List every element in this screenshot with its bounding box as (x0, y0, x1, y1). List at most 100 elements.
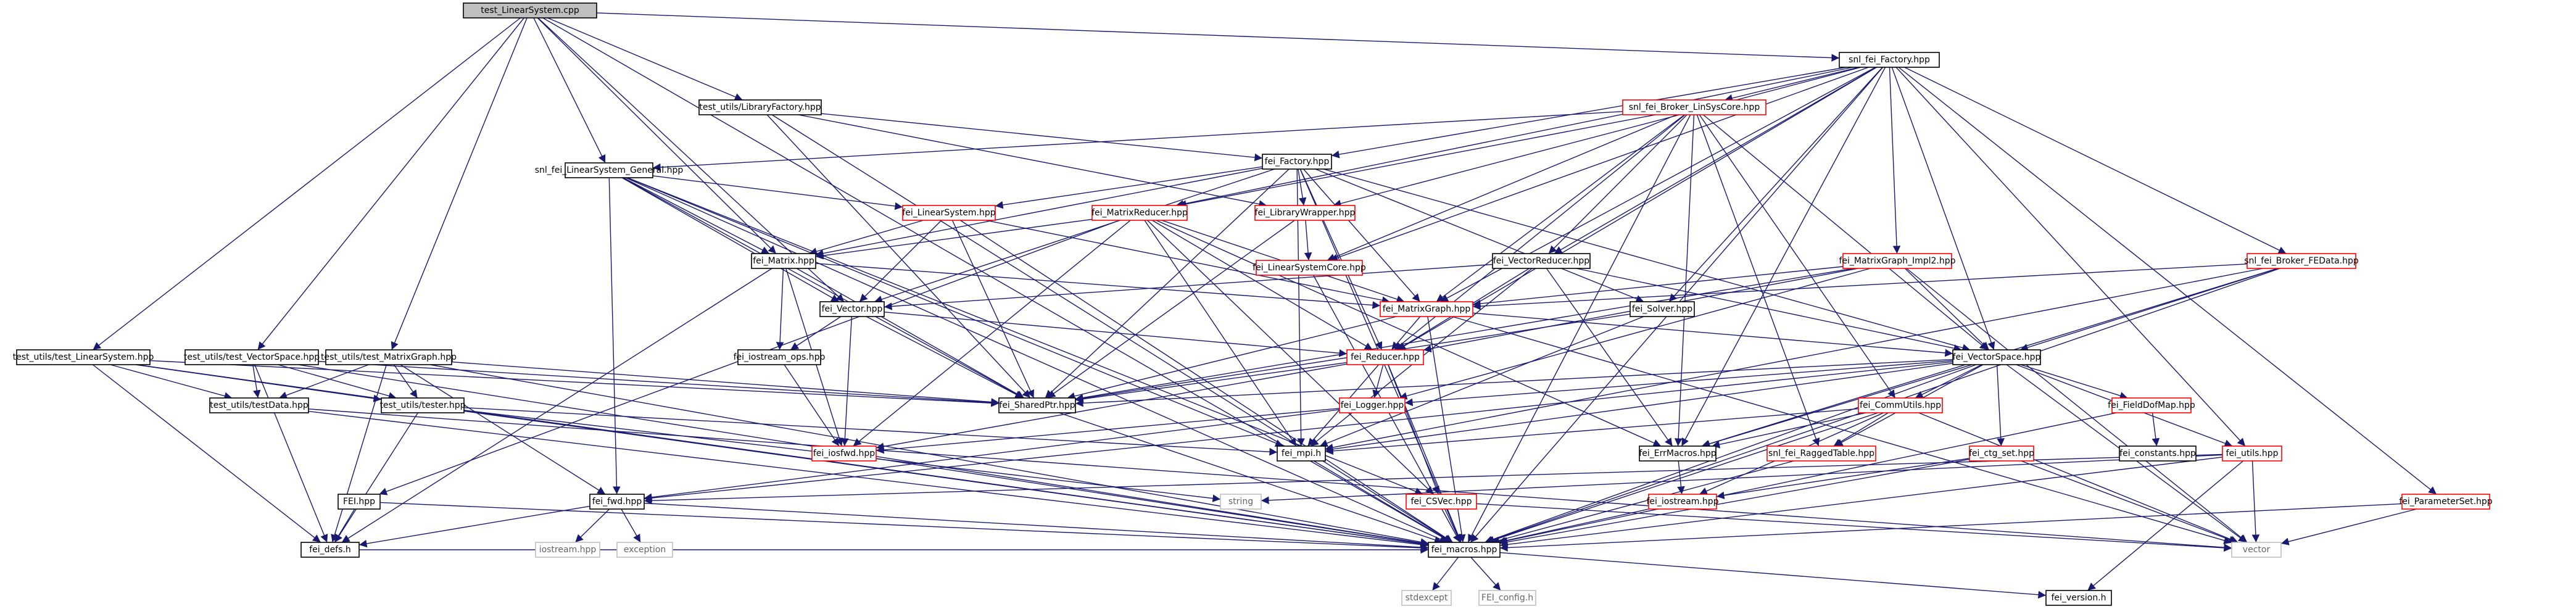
node-fei_ctg_set[interactable]: fei_ctg_set.hpp (1969, 445, 2034, 462)
edge-fei_matgraph-to-fei_sharedptr (1067, 316, 1397, 400)
node-fei_vector[interactable]: fei_Vector.hpp (819, 301, 885, 317)
edge-fei_factory-to-fei_sharedptr (1045, 168, 1290, 399)
edge-fei_libwrap-to-fei_lsc (1304, 220, 1312, 261)
node-fei_libwrap[interactable]: fei_LibraryWrapper.hpp (1254, 205, 1356, 221)
edge-fei_factory-to-fei_reducer (1299, 168, 1383, 350)
node-box-fei_vecspace (1952, 349, 2041, 365)
edge-lib_factory-to-fei_factory (821, 113, 1263, 162)
node-tu_testdata[interactable]: test_utils/testData.hpp (209, 397, 309, 413)
node-fei_version[interactable]: fei_version.h (2045, 590, 2112, 606)
node-fei_config[interactable]: FEI_config.h (1478, 590, 1536, 606)
node-fei_hpp[interactable]: FEI.hpp (338, 494, 381, 510)
node-fei_fielddof[interactable]: fei_FieldDofMap.hpp (2108, 397, 2195, 413)
node-box-fei_constants (2119, 445, 2197, 462)
node-box-fei_iostream_ops (737, 349, 821, 365)
node-fei_linsys[interactable]: fei_LinearSystem.hpp (902, 205, 996, 221)
edge-fei_matred-to-fei_mpi (1144, 220, 1297, 447)
node-fei_solver[interactable]: fei_Solver.hpp (1630, 301, 1695, 317)
edge-snl_ragged-to-fei_macros (1491, 460, 1794, 544)
node-str[interactable]: string (1220, 494, 1262, 510)
node-box-fei_csvec (1406, 494, 1477, 510)
node-snl_ragged[interactable]: snl_fei_RaggedTable.hpp (1766, 445, 1876, 462)
edge-fei_paramset-to-fei_macros (1499, 503, 2403, 552)
node-exception[interactable]: exception (616, 542, 673, 558)
node-label-snl_linsys_gen: snl_fei_LinearSystem_General.hpp (535, 165, 684, 175)
edge-fei_fielddof-to-fei_constants (2151, 412, 2160, 447)
node-fei_mpi[interactable]: fei_mpi.h (1277, 445, 1326, 462)
node-label-tu_testdata: test_utils/testData.hpp (210, 400, 309, 410)
node-label-fei_linsys: fei_LinearSystem.hpp (902, 208, 995, 218)
node-fei_macros[interactable]: fei_macros.hpp (1428, 542, 1501, 558)
edge-tu_matgraph-to-fei_defs (331, 364, 387, 543)
node-fei_utils[interactable]: fei_utils.hpp (2222, 445, 2282, 462)
edge-fei_reducer-to-fei_macros (1388, 364, 1462, 543)
edge-fei_logger-to-fei_fwd (644, 409, 1340, 502)
edge-fei_factory-to-fei_solver (1315, 168, 1644, 303)
node-box-fei_ctg_set (1969, 445, 2034, 462)
node-label-fei_factory: fei_Factory.hpp (1265, 157, 1330, 167)
node-label-fei_hpp: FEI.hpp (343, 497, 375, 507)
edge-fei_matred-to-fei_csvec (1147, 220, 1434, 495)
node-fei_fwd[interactable]: fei_fwd.hpp (589, 494, 645, 510)
node-fei_matrix[interactable]: fei_Matrix.hpp (751, 253, 816, 269)
edge-snl_fac-to-fei_libwrap (1333, 67, 1862, 207)
node-fei_commutils[interactable]: fei_CommUtils.hpp (1858, 397, 1943, 413)
edge-fei_vecspace-to-fei_mpi (1325, 363, 1953, 454)
node-fei_paramset[interactable]: fei_ParameterSet.hpp (2399, 494, 2493, 510)
node-snl_fac[interactable]: snl_fei_Factory.hpp (1839, 52, 1940, 68)
node-fei_matred[interactable]: fei_MatrixReducer.hpp (1091, 205, 1188, 221)
edge-fei_mgimpl-to-vector (1906, 268, 2248, 543)
node-snl_linsys_gen[interactable]: snl_fei_LinearSystem_General.hpp (535, 162, 684, 178)
node-fei_csvec[interactable]: fei_CSVec.hpp (1406, 494, 1477, 510)
edge-fei_iostream_ops-to-fei_iosfwd (784, 364, 840, 447)
edge-tu_matgraph-to-fei_sharedptr (451, 361, 1000, 406)
node-fei_mgimpl[interactable]: fei_MatrixGraph_Impl2.hpp (1839, 253, 1956, 269)
node-fei_factory[interactable]: fei_Factory.hpp (1262, 154, 1332, 170)
edge-snl_broker_fed-to-fei_mpi (1325, 268, 2263, 452)
node-tu_linsys[interactable]: test_utils/test_LinearSystem.hpp (13, 349, 154, 365)
edge-fei_commutils-to-vector (1918, 412, 2238, 544)
node-fei_iostream_ops[interactable]: fei_iostream_ops.hpp (734, 349, 826, 365)
edge-tu_vecspace-to-fei_defs (254, 364, 328, 543)
node-box-str (1220, 494, 1262, 510)
node-tu_vecspace[interactable]: test_utils/test_VectorSpace.hpp (184, 349, 320, 365)
node-tu_tester[interactable]: test_utils/tester.hpp (379, 397, 466, 413)
node-label-tu_linsys: test_utils/test_LinearSystem.hpp (13, 352, 154, 362)
node-fei_vecred[interactable]: fei_VectorReducer.hpp (1492, 253, 1591, 269)
node-fei_reducer[interactable]: fei_Reducer.hpp (1346, 349, 1424, 365)
node-box-fei_linsys (902, 205, 996, 221)
node-fei_matgraph[interactable]: fei_MatrixGraph.hpp (1380, 301, 1473, 317)
node-iostream_hpp[interactable]: iostream.hpp (535, 542, 600, 558)
node-fei_errmacros[interactable]: fei_ErrMacros.hpp (1639, 445, 1717, 462)
node-snl_broker_fed[interactable]: snl_fei_Broker_FEData.hpp (2244, 253, 2359, 269)
edge-snl_fac-to-fei_vecspace (1891, 67, 1995, 350)
node-tu_matgraph[interactable]: test_utils/test_MatrixGraph.hpp (321, 349, 457, 365)
node-snl_broker[interactable]: snl_fei_Broker_LinSysCore.hpp (1622, 99, 1766, 115)
node-box-iostream_hpp (535, 542, 600, 558)
edge-snl_broker-to-fei_lsc (1327, 114, 1677, 261)
node-lib_factory[interactable]: test_utils/LibraryFactory.hpp (698, 99, 822, 115)
node-vector[interactable]: vector (2231, 542, 2282, 558)
node-fei_vecspace[interactable]: fei_VectorSpace.hpp (1952, 349, 2041, 365)
edge-fei_factory-to-fei_matgraph (1303, 168, 1420, 302)
node-box-fei_fielddof (2111, 397, 2192, 413)
node-fei_sharedptr[interactable]: fei_SharedPtr.hpp (998, 397, 1076, 413)
node-box-fei_fwd (589, 494, 645, 510)
node-fei_lsc[interactable]: fei_LinearSystemCore.hpp (1253, 260, 1366, 276)
node-label-snl_broker_fed: snl_fei_Broker_FEData.hpp (2244, 256, 2359, 266)
node-root[interactable]: test_LinearSystem.cpp (463, 2, 597, 19)
edge-fei_vecspace-to-fei_logger (1404, 360, 1953, 407)
node-fei_defs[interactable]: fei_defs.h (300, 542, 360, 558)
edge-root-to-tu_matgraph (391, 17, 528, 350)
edge-fei_matred-to-fei_iosfwd (853, 220, 1131, 447)
node-box-fei_iostream (1648, 494, 1717, 510)
node-stdexcept[interactable]: stdexcept (1401, 590, 1452, 606)
node-fei_iosfwd[interactable]: fei_iosfwd.hpp (811, 445, 877, 462)
node-label-fei_vector: fei_Vector.hpp (822, 304, 883, 314)
node-fei_constants[interactable]: fei_constants.hpp (2119, 445, 2197, 462)
node-box-fei_matrix (751, 253, 816, 269)
node-fei_iostream[interactable]: fei_iostream.hpp (1646, 494, 1719, 510)
node-fei_logger[interactable]: fei_Logger.hpp (1339, 397, 1406, 413)
edge-snl_linsys_gen-to-fei_linsys (652, 175, 903, 210)
node-box-fei_version (2045, 590, 2112, 606)
